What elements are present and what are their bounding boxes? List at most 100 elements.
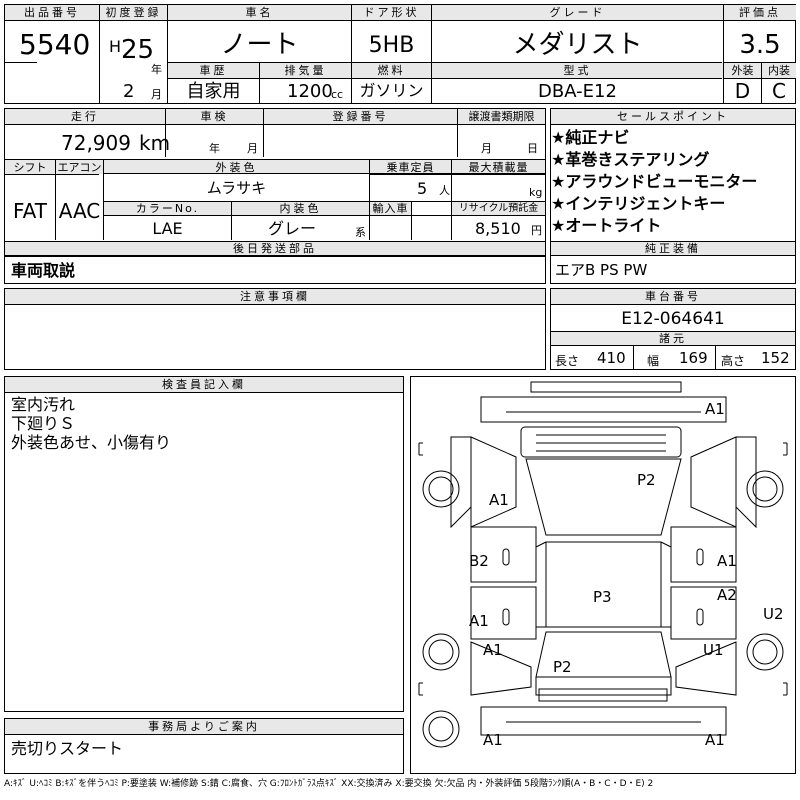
capacity: 5 bbox=[417, 179, 428, 198]
sales-points-section: セールスポイント ★純正ナビ ★革巻きステアリング ★アラウンドビューモニター … bbox=[550, 108, 796, 284]
damage-mark: U2 bbox=[763, 605, 784, 623]
sales-point: ★オートライト bbox=[551, 216, 662, 235]
damage-mark: A1 bbox=[717, 552, 737, 570]
import-label: 輸入車 bbox=[370, 202, 411, 215]
chassis-label: 車台番号 bbox=[551, 289, 795, 305]
recycle-unit: 円 bbox=[531, 224, 542, 237]
office-label: 事務局よりご案内 bbox=[5, 719, 403, 735]
inspector-section: 検査員記入欄 室内汚れ 下廻りＳ 外装色あせ、小傷有り bbox=[4, 376, 404, 712]
inspection-label: 車検 bbox=[166, 109, 263, 125]
left-front-fender-shape bbox=[470, 436, 517, 528]
hood-shape bbox=[525, 458, 682, 536]
sales-point: ★革巻きステアリング bbox=[551, 150, 710, 169]
notes-section: 注意事項欄 bbox=[4, 288, 546, 370]
year-unit: 年 bbox=[151, 63, 162, 76]
sales-points-list: ★純正ナビ ★革巻きステアリング ★アラウンドビューモニター ★インテリジェント… bbox=[551, 127, 757, 237]
insp-year-unit: 年 bbox=[209, 142, 220, 155]
damage-mark: A2 bbox=[717, 586, 737, 604]
parts-later-label: 後日発送部品 bbox=[5, 242, 545, 256]
vehicle-section: 走行 車検 登録番号 譲渡書類期限 72,909 km 年 月 月 日 シフト … bbox=[4, 108, 546, 284]
shift: FAT bbox=[12, 199, 47, 223]
length: 410 bbox=[597, 349, 626, 367]
right-rear-fender-shape bbox=[675, 641, 737, 696]
interior-color-label: 内装色 bbox=[232, 202, 369, 215]
reg-year: 25 bbox=[121, 35, 155, 65]
windshield-shape bbox=[520, 426, 682, 458]
equipment-text: エアB PS PW bbox=[555, 261, 648, 279]
sales-point: ★アラウンドビューモニター bbox=[551, 172, 758, 191]
interior-color: グレー bbox=[267, 219, 316, 238]
inspector-note: 室内汚れ bbox=[11, 395, 76, 414]
score: 3.5 bbox=[739, 30, 781, 60]
interior-color-unit: 系 bbox=[355, 226, 366, 239]
capacity-label: 乗車定員 bbox=[370, 160, 451, 174]
load-label: 最大積載量 bbox=[452, 160, 545, 174]
transfer-label: 譲渡書類期限 bbox=[458, 109, 545, 125]
front-panel-shape bbox=[480, 396, 727, 423]
equipment-label: 純正装備 bbox=[551, 242, 795, 256]
roof-shape bbox=[545, 541, 662, 628]
reg-month: 2 bbox=[123, 81, 135, 102]
history: 自家用 bbox=[186, 81, 241, 102]
damage-mark: U1 bbox=[703, 641, 724, 659]
damage-legend: A:ｷｽﾞ U:ﾍｺﾐ B:ｷｽﾞを伴うﾍｺﾐ P:要塗装 W:補修跡 S:錆 … bbox=[4, 779, 654, 789]
month-unit: 月 bbox=[151, 88, 162, 101]
inspector-note: 下廻りＳ bbox=[11, 414, 76, 433]
rear-bumper-shape bbox=[480, 706, 727, 736]
header-section: 出品番号 初度登録 車名 ドア形状 グレード 評価点 5540 H 25 年 ノ… bbox=[4, 4, 796, 104]
notes-label: 注意事項欄 bbox=[5, 289, 545, 305]
damage-mark: A1 bbox=[705, 400, 725, 418]
displacement: 1200 bbox=[287, 81, 333, 102]
transfer-day-unit: 日 bbox=[527, 142, 538, 155]
front-bumper-shape bbox=[530, 381, 682, 393]
insp-month-unit: 月 bbox=[247, 142, 258, 155]
height: 152 bbox=[761, 349, 790, 367]
office-section: 事務局よりご案内 売切りスタート bbox=[4, 718, 404, 774]
car-name: ノート bbox=[220, 30, 299, 60]
damage-diagram: A1 P2 A1 B2 A1 P3 A2 U2 A1 A1 U1 P2 A1 A… bbox=[410, 376, 796, 774]
trunk-shape bbox=[535, 676, 672, 696]
color-label: 外装色 bbox=[104, 160, 369, 174]
color-no: LAE bbox=[152, 219, 183, 238]
shift-label: シフト bbox=[5, 160, 55, 174]
displacement-label: 排気量 bbox=[260, 63, 351, 78]
front-left-wheel-shape bbox=[422, 470, 460, 508]
displacement-unit: cc bbox=[331, 88, 344, 101]
ac: AAC bbox=[58, 199, 101, 223]
right-rear-door-shape bbox=[670, 586, 737, 640]
chassis-number: E12-064641 bbox=[621, 309, 725, 329]
score-label: 評価点 bbox=[724, 5, 796, 21]
left-rear-door-shape bbox=[470, 586, 537, 640]
model: DBA-E12 bbox=[538, 81, 617, 102]
recycle-fee: 8,510 bbox=[475, 219, 521, 238]
length-label: 長さ bbox=[555, 354, 580, 368]
load-unit: kg bbox=[529, 186, 543, 199]
transfer-month-unit: 月 bbox=[481, 142, 492, 155]
color: ムラサキ bbox=[206, 179, 267, 197]
int-label: 内装 bbox=[762, 63, 796, 78]
inspector-label: 検査員記入欄 bbox=[5, 377, 403, 393]
damage-mark: A1 bbox=[483, 641, 503, 659]
damage-mark: P2 bbox=[637, 471, 656, 489]
parts-later-text: 車両取説 bbox=[11, 261, 76, 280]
ac-label: エアコン bbox=[56, 160, 103, 174]
door-type: 5HB bbox=[368, 33, 415, 58]
era: H bbox=[109, 37, 122, 56]
sales-points-label: セールスポイント bbox=[551, 109, 795, 125]
color-no-label: カラーNo. bbox=[104, 202, 231, 215]
damage-mark: A1 bbox=[483, 731, 503, 749]
history-label: 車歴 bbox=[168, 63, 259, 78]
height-label: 高さ bbox=[721, 354, 746, 368]
fuel-label: 燃料 bbox=[352, 63, 431, 78]
fuel: ガソリン bbox=[359, 81, 424, 100]
damage-mark: A1 bbox=[489, 491, 509, 509]
sales-point: ★純正ナビ bbox=[551, 128, 630, 147]
left-rear-fender-shape bbox=[470, 641, 532, 696]
car-diagram-svg: A1 P2 A1 B2 A1 P3 A2 U2 A1 A1 U1 P2 A1 A… bbox=[418, 381, 788, 749]
front-right-wheel-shape bbox=[746, 470, 784, 508]
inspector-notes: 室内汚れ 下廻りＳ 外装色あせ、小傷有り bbox=[11, 395, 171, 452]
grade-label: グレード bbox=[432, 5, 723, 21]
rear-right-wheel-shape bbox=[746, 633, 784, 671]
width-label: 幅 bbox=[647, 354, 660, 368]
grade: メダリスト bbox=[512, 30, 643, 60]
